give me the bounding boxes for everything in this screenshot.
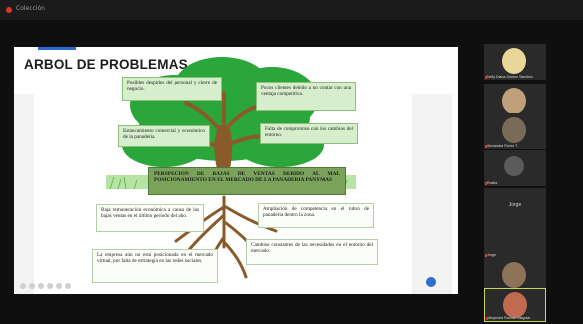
effect-box-pocos-clientes: Pocos clientes debido a no contar con un…: [256, 82, 356, 111]
participant-tile[interactable]: Jorge: [484, 188, 546, 224]
more-options-icon[interactable]: [65, 283, 71, 289]
slide-toolbar: [20, 283, 80, 291]
cause-box-cambios-constantes: Cambios constantes de las necesidades en…: [246, 239, 378, 265]
participant-tile-active[interactable]: Alejandra Ramos Vilaguiar: [484, 288, 546, 322]
participant-tile[interactable]: Alexandra Flores T.: [484, 113, 546, 149]
participant-spacer: [484, 246, 546, 256]
participant-video: [502, 262, 526, 288]
pen-tool-icon[interactable]: [29, 283, 35, 289]
zoom-icon[interactable]: [56, 283, 62, 289]
participant-name: Alexandra Flores T.: [487, 144, 518, 148]
pointer-tool-icon[interactable]: [20, 283, 26, 289]
participant-video: [504, 156, 524, 176]
side-band-right: [412, 94, 452, 294]
mic-muted-icon: [485, 76, 487, 79]
effect-box-estancamiento: Estancamiento comercial y económico de l…: [118, 125, 210, 147]
participant-name: Jorge: [487, 253, 496, 257]
cause-box-baja-remuneracion: Baja remuneración económica a causa de l…: [96, 204, 204, 232]
slide-title: ARBOL DE PROBLEMAS: [24, 57, 188, 72]
mic-muted-icon: [485, 182, 487, 185]
grid-view-icon[interactable]: [47, 283, 53, 289]
participant-video: [502, 117, 526, 143]
cause-box-ampliacion-competencia: Ampliación de competencia en el rubro de…: [258, 203, 374, 228]
participant-name: Alejandra Ramos Vilaguiar: [488, 316, 531, 320]
mic-muted-icon: [486, 317, 488, 320]
side-band-left: [14, 94, 34, 294]
shared-slide: ARBOL DE PROBLEMAS: [14, 47, 458, 294]
effect-box-despidos: Posibles despidos del personal y cierre …: [122, 77, 222, 101]
participant-video: [502, 48, 526, 74]
mic-muted-icon: [485, 254, 487, 257]
highlighter-tool-icon[interactable]: [38, 283, 44, 289]
participant-video: [502, 88, 526, 114]
window-title: Colección: [16, 5, 45, 12]
recording-icon: [6, 7, 12, 13]
participant-video: [503, 292, 527, 318]
participant-tile[interactable]: Rosita: [484, 150, 546, 186]
next-slide-button[interactable]: [426, 277, 436, 287]
effect-box-falta-compromiso: Falta de compromiso con los cambios del …: [260, 123, 358, 144]
participant-tile[interactable]: Nelly Diana Gómez Sanchez: [484, 44, 546, 80]
window-titlebar: Colección: [0, 0, 583, 20]
central-problem-box: PERSPECION DE BAJAS DE VENTAS DEBIDO AL …: [148, 167, 346, 195]
cause-box-mercado-virtual: La empresa aún no está posicionada en el…: [92, 249, 218, 283]
participant-name: Nelly Diana Gómez Sanchez: [487, 75, 533, 79]
mic-muted-icon: [485, 145, 487, 148]
participant-name: Rosita: [487, 181, 498, 185]
slide-accent-bar: [38, 47, 76, 50]
participant-tile[interactable]: Jorge: [484, 222, 546, 258]
participant-center-name: Jorge: [508, 202, 522, 208]
